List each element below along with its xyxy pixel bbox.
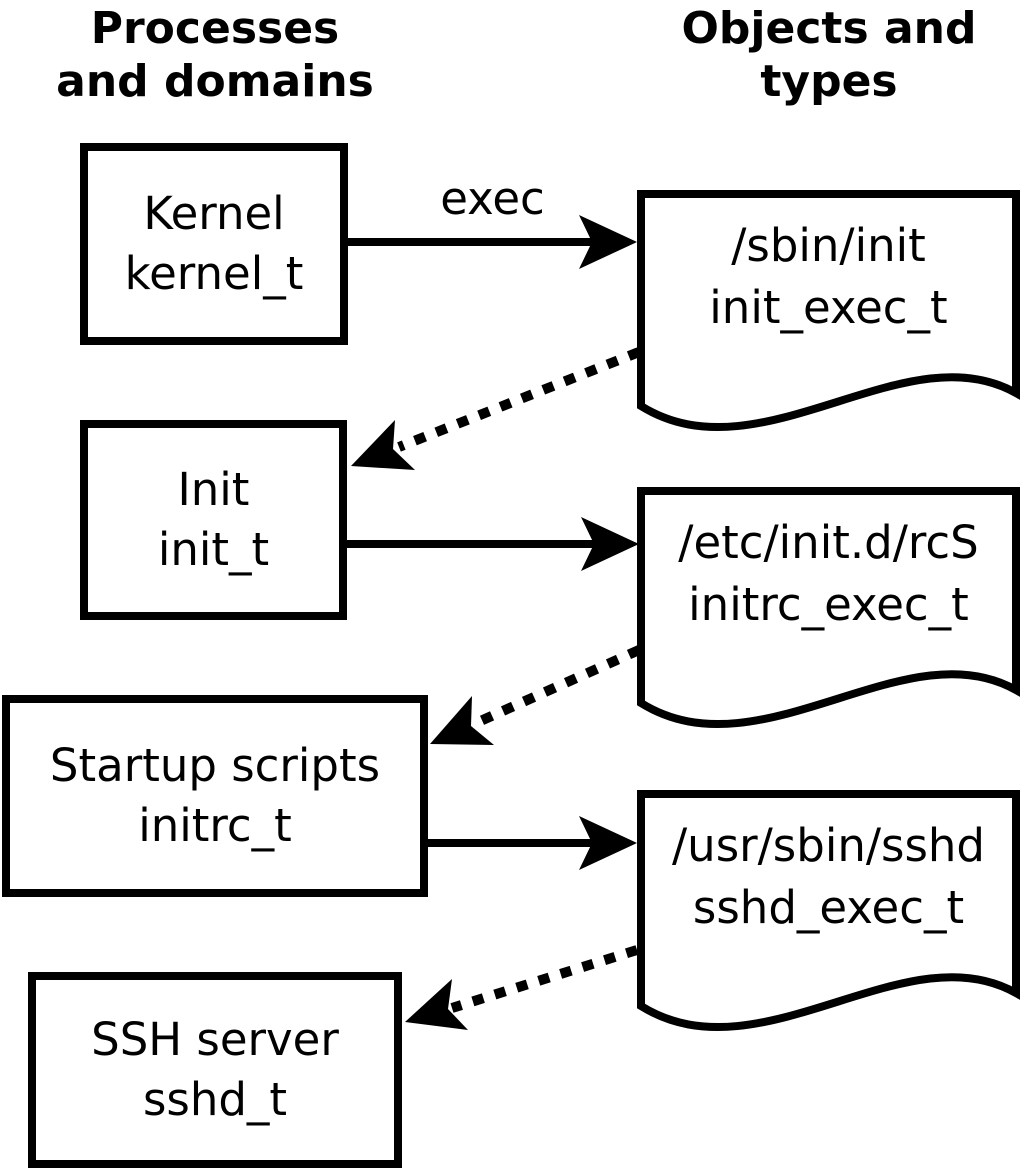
process-name: Kernel — [143, 187, 285, 240]
object-type: initrc_exec_t — [688, 578, 969, 631]
left-column-title: Processes and domains — [56, 3, 374, 107]
right-column-title: Objects and types — [681, 3, 977, 107]
arrowhead-kernel-to-init-exec — [579, 215, 637, 269]
arrowhead-initrc-exec-to-initrc-domain — [430, 696, 494, 745]
object-path: /usr/sbin/sshd — [672, 819, 985, 872]
arrowhead-sshd-exec-to-sshd-domain — [405, 979, 468, 1030]
dotted-arrow-initrc-exec-to-initrc-domain — [473, 645, 642, 728]
object-path: /sbin/init — [731, 219, 926, 272]
exec-arrow-label: exec — [440, 172, 545, 225]
dotted-arrow-sshd-exec-to-sshd-domain — [450, 945, 639, 1013]
process-domain-type: init_t — [157, 523, 270, 576]
process-box-kernel: Kernel kernel_t — [80, 143, 348, 345]
process-domain-type: initrc_t — [138, 799, 292, 852]
document-label-usr-sbin-sshd: /usr/sbin/sshd sshd_exec_t — [641, 815, 1016, 939]
object-path: /etc/init.d/rcS — [678, 516, 979, 569]
process-name: SSH server — [91, 1013, 339, 1066]
arrowhead-init-to-initrc-exec — [581, 517, 639, 571]
process-box-ssh-server: SSH server sshd_t — [28, 972, 402, 1168]
process-name: Init — [177, 463, 250, 516]
object-type: sshd_exec_t — [692, 881, 965, 934]
process-name: Startup scripts — [49, 739, 381, 792]
object-type: init_exec_t — [709, 281, 948, 334]
document-label-sbin-init: /sbin/init init_exec_t — [641, 215, 1016, 339]
process-box-startup-scripts: Startup scripts initrc_t — [2, 695, 428, 897]
process-domain-type: sshd_t — [142, 1073, 288, 1126]
arrowhead-init-exec-to-init-domain — [351, 420, 415, 470]
process-domain-type: kernel_t — [124, 247, 304, 300]
arrowhead-startup-to-sshd-exec — [579, 816, 637, 870]
document-label-etc-initd-rcs: /etc/init.d/rcS initrc_exec_t — [641, 512, 1016, 636]
dotted-arrow-init-exec-to-init-domain — [397, 347, 641, 452]
process-box-init: Init init_t — [80, 420, 347, 620]
